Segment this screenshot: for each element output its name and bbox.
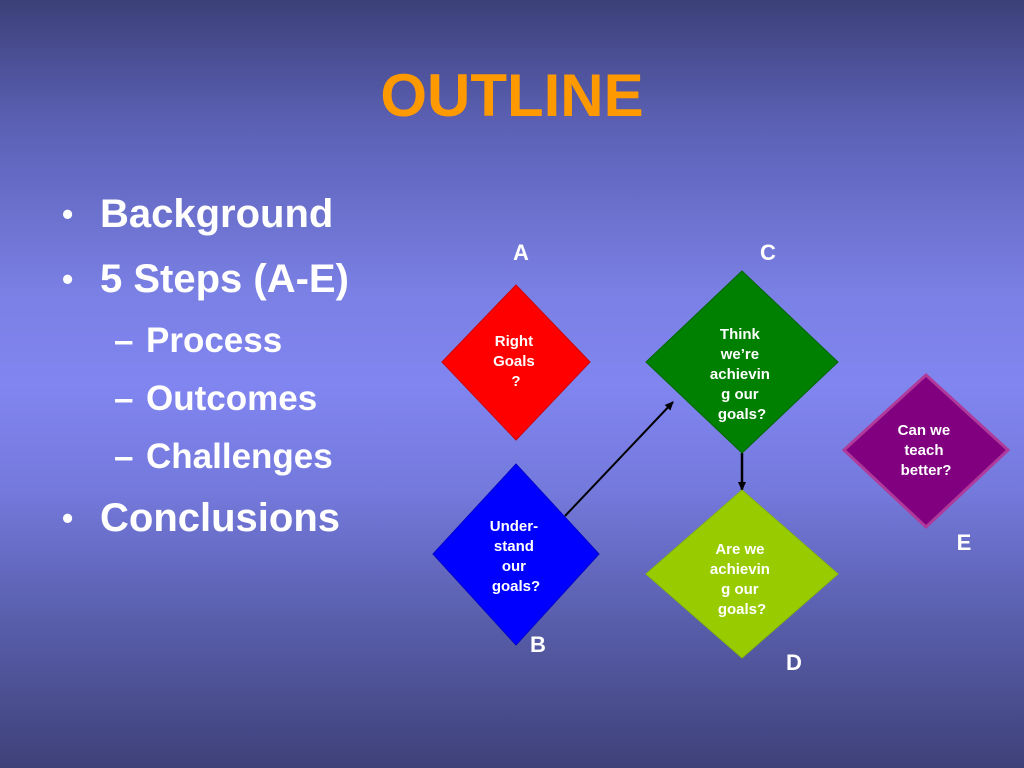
sub-bullet-marker: – xyxy=(114,437,134,476)
bullet-marker: • xyxy=(62,196,74,232)
step-a: Right Goals ? A xyxy=(441,240,591,441)
sub-bullet-text: Challenges xyxy=(146,437,333,476)
bullet-text: Background xyxy=(100,192,334,236)
step-b-line-3: our xyxy=(502,558,526,575)
bullet-item-background: • Background xyxy=(58,188,349,253)
sub-bullet-text: Outcomes xyxy=(146,379,318,418)
step-d-diamond xyxy=(645,489,839,659)
bullet-item-conclusions: • Conclusions xyxy=(58,492,349,557)
step-d-text: Are we achievin g our goals? xyxy=(710,541,774,618)
sub-bullet-challenges: –Challenges xyxy=(58,434,349,492)
step-d-line-1: Are we xyxy=(715,541,764,558)
bullet-text: 5 Steps (A-E) xyxy=(100,257,349,301)
slide-title: OUTLINE xyxy=(380,62,644,129)
step-e-line-3: better? xyxy=(901,462,952,479)
step-a-text: Right Goals ? xyxy=(493,333,539,390)
step-c-line-5: goals? xyxy=(718,406,766,423)
sub-bullet-text: Process xyxy=(146,321,283,360)
step-e-text: Can we teach better? xyxy=(898,422,955,479)
step-b-line-4: goals? xyxy=(492,578,540,595)
step-b-line-2: stand xyxy=(494,538,534,555)
bullet-marker: • xyxy=(62,261,74,297)
connector-b-to-c xyxy=(564,401,674,517)
step-e: Can we teach better? E xyxy=(841,372,1011,555)
step-d-line-3: g our xyxy=(721,581,759,598)
step-b-line-1: Under- xyxy=(490,518,538,535)
step-a-line-1: Right xyxy=(495,333,533,350)
step-c-line-2: we’re xyxy=(720,346,759,363)
step-c-diamond xyxy=(645,270,839,454)
bullet-marker: • xyxy=(62,500,74,536)
step-b: Under- stand our goals? B xyxy=(432,463,600,657)
step-d-line-4: goals? xyxy=(718,601,766,618)
step-c-line-1: Think xyxy=(720,326,761,343)
step-c-line-3: achievin xyxy=(710,366,770,383)
step-e-line-1: Can we xyxy=(898,422,951,439)
step-a-diamond xyxy=(441,284,591,441)
step-c-letter: C xyxy=(760,240,776,265)
step-c-line-4: g our xyxy=(721,386,759,403)
step-a-line-3: ? xyxy=(511,373,520,390)
step-d-line-2: achievin xyxy=(710,561,770,578)
step-e-letter: E xyxy=(957,530,972,555)
step-b-diamond xyxy=(432,463,600,646)
bullet-item-steps: • 5 Steps (A-E) xyxy=(58,253,349,318)
step-a-letter: A xyxy=(513,240,529,265)
step-a-line-2: Goals xyxy=(493,353,535,370)
bullet-list: •Background •5 Steps (A-E) –Process –Out… xyxy=(58,188,349,557)
step-c-text: Think we’re achievin g our goals? xyxy=(710,326,774,423)
step-e-line-2: teach xyxy=(904,442,943,459)
sub-bullet-outcomes: –Outcomes xyxy=(58,376,349,434)
step-b-letter: B xyxy=(530,632,546,657)
step-b-text: Under- stand our goals? xyxy=(490,518,543,595)
sub-bullet-marker: – xyxy=(114,379,134,418)
step-c: Think we’re achievin g our goals? C xyxy=(645,240,839,454)
sub-bullet-marker: – xyxy=(114,321,134,360)
step-d-letter: D xyxy=(786,650,802,675)
step-e-diamond xyxy=(841,372,1011,530)
sub-bullet-process: –Process xyxy=(58,318,349,376)
step-d: Are we achievin g our goals? D xyxy=(645,489,839,675)
bullet-text: Conclusions xyxy=(100,496,341,540)
